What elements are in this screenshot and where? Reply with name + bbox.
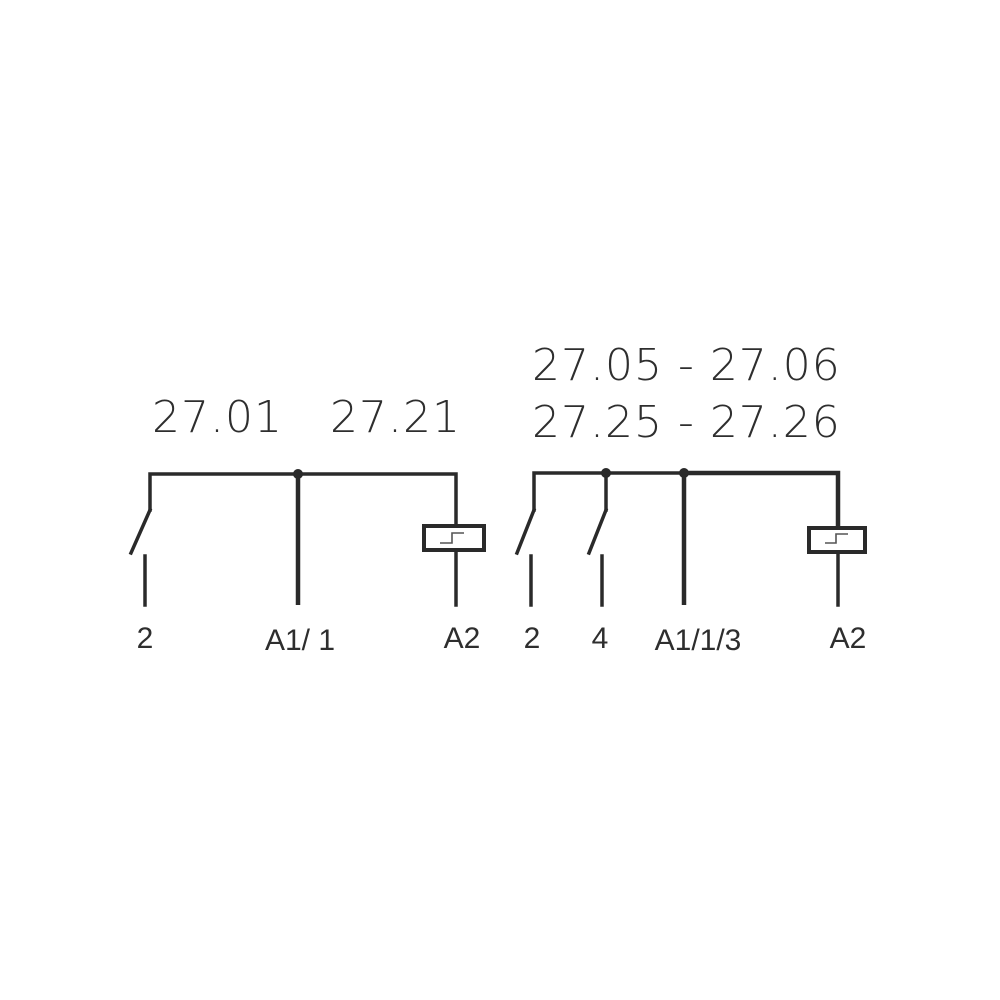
left-terminal-a2: A2 [444, 622, 481, 655]
left-contact-blade [128, 507, 153, 556]
left-terminal-a1-1: A1/ 1 [265, 624, 335, 657]
right-timer-coil-icon [807, 526, 867, 554]
right-top-bus-wire [532, 471, 686, 512]
right-contact-2-blade [514, 507, 537, 556]
left-title-2721: 27.21 [330, 392, 461, 443]
right-title-line2: 27.25 - 27.26 [532, 397, 841, 448]
left-schematic: 27.01 27.21 2 A1/ 1 A2 [128, 392, 486, 657]
left-title-2701: 27.01 [152, 392, 283, 443]
left-timer-coil-icon [422, 524, 486, 552]
right-top-bus-wire-thick [684, 470, 841, 528]
left-top-bus-wire [148, 472, 458, 528]
right-terminal-4: 4 [592, 622, 609, 655]
right-contact-4-blade [586, 507, 609, 556]
right-terminal-2: 2 [524, 622, 541, 655]
right-terminal-a1-1-3: A1/1/3 [655, 624, 742, 657]
right-schematic: 27.05 - 27.06 27.25 - 27.26 2 4 A1/1/3 A… [514, 340, 867, 657]
right-terminal-a2: A2 [830, 622, 867, 655]
left-terminal-2: 2 [137, 622, 154, 655]
right-title-line1: 27.05 - 27.06 [532, 340, 841, 391]
